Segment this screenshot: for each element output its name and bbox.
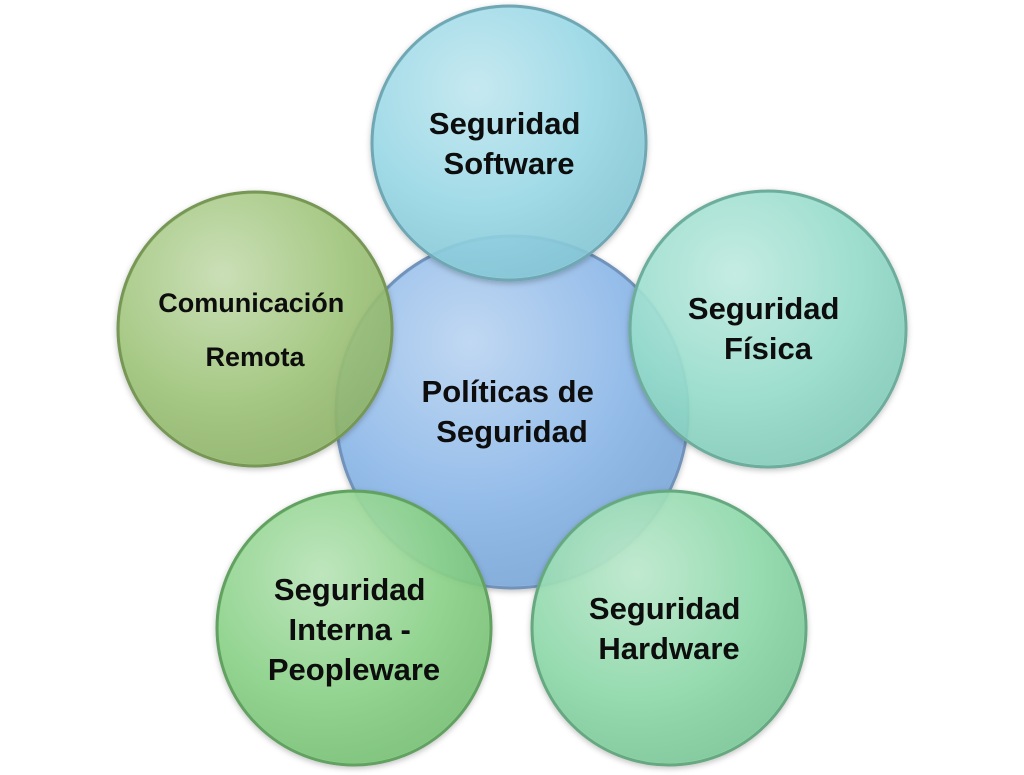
node-seguridad-fisica: Seguridad Física	[628, 189, 908, 469]
node-comunicacion-remota: Comunicación Remota	[116, 190, 394, 468]
svg-text:Políticas de Seguridad: Políticas de Seguridad	[422, 374, 603, 449]
node-label-line: Software	[444, 146, 575, 181]
node-label-line: Comunicación	[158, 288, 344, 318]
node-label-line: Hardware	[598, 631, 739, 666]
node-label-line: Peopleware	[268, 652, 440, 687]
node-seguridad-hardware: Seguridad Hardware	[530, 489, 808, 767]
node-label-line: Seguridad	[274, 572, 426, 607]
center-label-line-1: Políticas de	[422, 374, 594, 409]
svg-text:Seguridad Software: Seguridad Software	[429, 106, 589, 181]
node-seguridad-interna: Seguridad Interna - Peopleware	[215, 489, 493, 767]
node-label-line: Seguridad	[688, 291, 840, 326]
node-label-line: Interna -	[289, 612, 411, 647]
node-seguridad-software: Seguridad Software	[370, 4, 648, 282]
center-label-line-2: Seguridad	[436, 414, 588, 449]
svg-text:Seguridad Física: Seguridad Física	[688, 291, 848, 366]
node-label-line: Seguridad	[589, 591, 741, 626]
node-label-line: Seguridad	[429, 106, 581, 141]
node-label-line: Remota	[205, 342, 305, 372]
svg-text:Comunicación Remota: Comunicación Remota	[158, 288, 352, 372]
svg-text:Seguridad Hardware: Seguridad Hardware	[589, 591, 749, 666]
svg-text:Seguridad Interna -: Seguridad Interna - Peopleware	[268, 572, 440, 687]
center-node: Políticas de Seguridad	[334, 234, 690, 590]
node-label-line: Física	[724, 331, 813, 366]
